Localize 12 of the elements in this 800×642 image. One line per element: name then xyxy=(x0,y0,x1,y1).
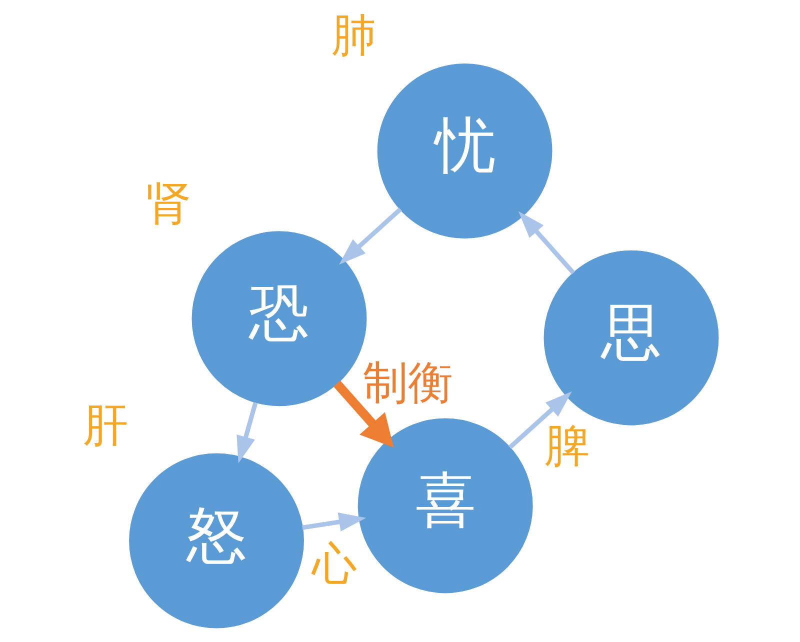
node-label: 肺 xyxy=(330,8,376,62)
node-label: 肝 xyxy=(82,398,128,452)
arrow xyxy=(518,211,575,275)
arrow xyxy=(332,380,394,448)
arrow xyxy=(508,391,572,450)
node-circle: 怒 xyxy=(128,453,304,628)
arrow xyxy=(236,402,258,464)
node-label: 肾 xyxy=(145,176,190,230)
arrow xyxy=(338,207,402,265)
node-circle: 喜 xyxy=(357,418,532,594)
node-label: 心 xyxy=(311,536,356,590)
arrow xyxy=(302,512,366,532)
